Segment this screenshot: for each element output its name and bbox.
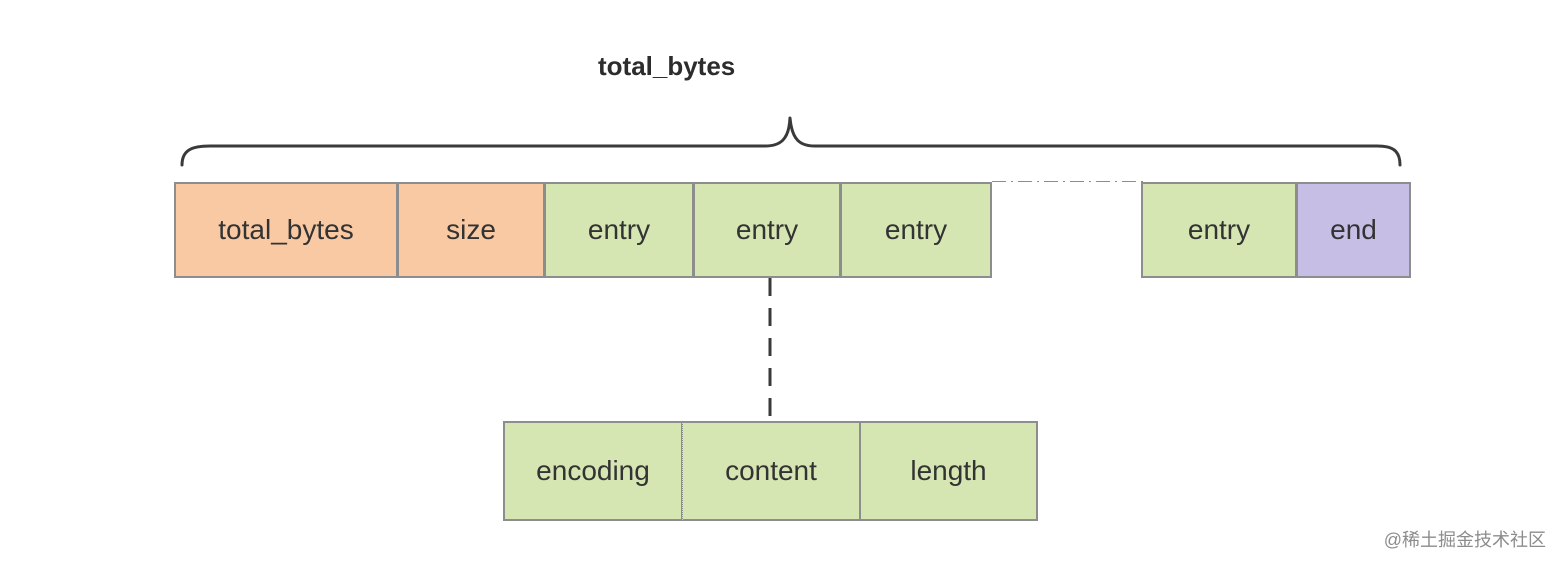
- segment-size: size: [397, 182, 545, 278]
- segment-label: end: [1330, 214, 1377, 245]
- entry-field-label: length: [910, 455, 987, 486]
- diagram-title: total_bytes: [598, 51, 736, 81]
- segment-total-bytes: total_bytes: [174, 182, 398, 278]
- segment-entry: entry: [693, 182, 841, 278]
- entry-field-encoding: encoding: [503, 421, 683, 521]
- entry-field-content: content: [682, 421, 860, 521]
- segment-label: entry: [735, 214, 799, 245]
- segment-entry: entry: [1141, 182, 1297, 278]
- segment-label: entry: [884, 214, 948, 245]
- segment-label: entry: [1187, 214, 1251, 245]
- entry-field-label: encoding: [536, 455, 650, 486]
- total-bytes-brace: [180, 116, 1402, 167]
- segment-label: total_bytes: [218, 214, 354, 245]
- segment-label: entry: [587, 214, 651, 245]
- segment-entry: entry: [544, 182, 694, 278]
- watermark: @稀土掘金技术社区: [1383, 530, 1546, 550]
- segment-entry: entry: [840, 182, 992, 278]
- segment-ellipsis: [992, 182, 1142, 278]
- segment-label: size: [446, 214, 496, 245]
- entry-field-label: content: [725, 455, 817, 486]
- entry-field-length: length: [859, 421, 1038, 521]
- segment-end: end: [1296, 182, 1411, 278]
